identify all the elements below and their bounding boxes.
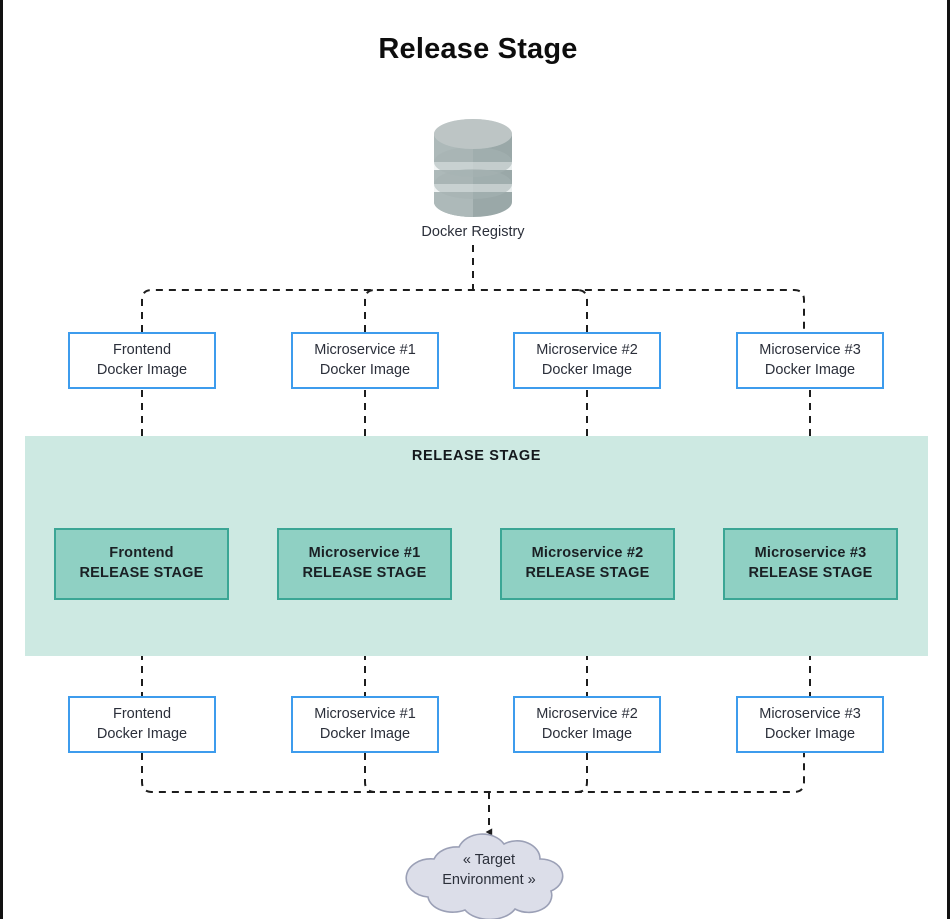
release-box-line2: RELEASE STAGE	[302, 565, 427, 581]
cloud-label-line2: Environment »	[442, 871, 536, 888]
database-cylinder-icon	[434, 119, 512, 217]
output-image-box-microservice-1[interactable]: Microservice #1 Docker Image	[291, 696, 439, 753]
output-image-line2: Docker Image	[319, 725, 411, 742]
cloud-label-line1: « Target	[462, 852, 516, 868]
source-image-line1: Microservice #1	[314, 342, 416, 359]
cloud-icon	[405, 833, 564, 919]
output-image-line1: Microservice #1	[314, 706, 416, 723]
source-image-line1: Microservice #3	[759, 342, 861, 359]
release-box-microservice-1[interactable]: Microservice #1 RELEASE STAGE	[277, 528, 452, 600]
source-image-box-microservice-1[interactable]: Microservice #1 Docker Image	[291, 332, 439, 389]
output-image-box-frontend[interactable]: Frontend Docker Image	[68, 696, 216, 753]
output-image-line1: Microservice #3	[759, 706, 861, 723]
output-image-line1: Microservice #2	[536, 706, 638, 723]
release-box-line2: RELEASE STAGE	[79, 565, 204, 581]
connector-top-branch-2	[364, 289, 376, 332]
release-box-line1: Microservice #1	[308, 545, 421, 562]
release-box-line1: Frontend	[109, 545, 174, 562]
output-image-box-microservice-2[interactable]: Microservice #2 Docker Image	[513, 696, 661, 753]
release-stage-band-label: RELEASE STAGE	[411, 448, 542, 464]
registry-label: Docker Registry	[421, 224, 525, 240]
connector-bottom-branch-3	[576, 753, 588, 793]
source-image-box-microservice-2[interactable]: Microservice #2 Docker Image	[513, 332, 661, 389]
release-box-microservice-2[interactable]: Microservice #2 RELEASE STAGE	[500, 528, 675, 600]
output-image-box-microservice-3[interactable]: Microservice #3 Docker Image	[736, 696, 884, 753]
source-image-line1: Microservice #2	[536, 342, 638, 359]
source-image-line2: Docker Image	[319, 361, 411, 378]
source-image-line2: Docker Image	[764, 361, 856, 378]
page-title: Release Stage	[378, 33, 578, 65]
release-box-line1: Microservice #3	[754, 545, 867, 562]
output-image-line1: Frontend	[112, 706, 172, 723]
release-box-frontend[interactable]: Frontend RELEASE STAGE	[54, 528, 229, 600]
source-image-box-microservice-3[interactable]: Microservice #3 Docker Image	[736, 332, 884, 389]
release-box-microservice-3[interactable]: Microservice #3 RELEASE STAGE	[723, 528, 898, 600]
connector-bottom-bus	[141, 753, 805, 793]
source-image-line2: Docker Image	[541, 361, 633, 378]
connector-top-branch-3	[576, 289, 588, 332]
release-box-line2: RELEASE STAGE	[525, 565, 650, 581]
cloud-label: « Target Environment »	[403, 851, 575, 890]
source-image-box-frontend[interactable]: Frontend Docker Image	[68, 332, 216, 389]
output-image-line2: Docker Image	[96, 725, 188, 742]
release-box-line1: Microservice #2	[531, 545, 644, 562]
output-image-line2: Docker Image	[541, 725, 633, 742]
connector-top-bus	[141, 289, 805, 332]
connector-bottom-branch-2	[364, 753, 376, 793]
source-image-line1: Frontend	[112, 342, 172, 359]
output-image-line2: Docker Image	[764, 725, 856, 742]
release-box-line2: RELEASE STAGE	[748, 565, 873, 581]
source-image-line2: Docker Image	[96, 361, 188, 378]
